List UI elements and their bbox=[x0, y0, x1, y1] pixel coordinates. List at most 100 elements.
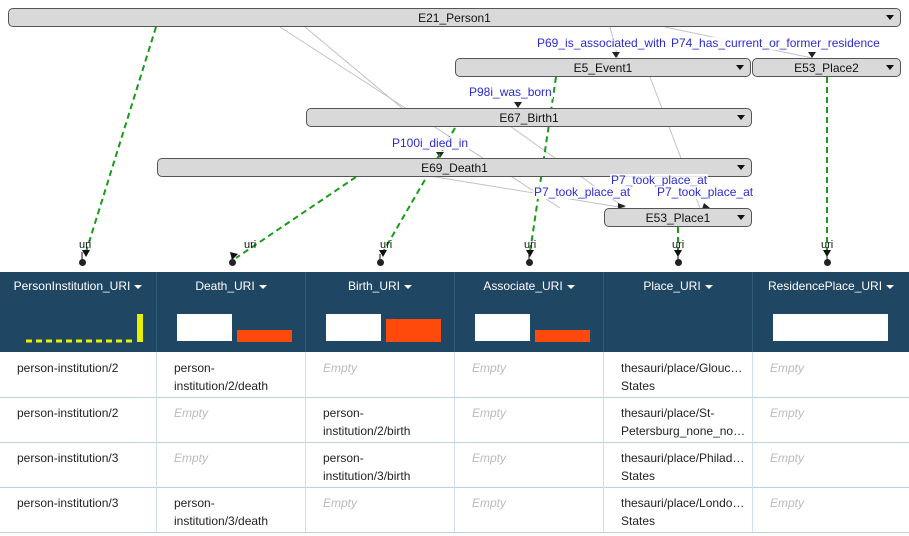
uri-anchor-dot-icon[interactable] bbox=[675, 259, 682, 266]
uri-anchor-dot-icon[interactable] bbox=[824, 259, 831, 266]
edge-label-took-place-at-1[interactable]: P7_took_place_at bbox=[610, 173, 709, 187]
node-birth1[interactable]: E67_Birth1 bbox=[306, 108, 752, 127]
cell-personinstitution[interactable]: person-institution/3 bbox=[0, 442, 157, 487]
histogram-bar bbox=[177, 314, 232, 341]
histogram-bar bbox=[475, 314, 530, 341]
uri-label-event: uri bbox=[524, 239, 537, 251]
column-header-residenceplace[interactable]: ResidencePlace_URI bbox=[753, 272, 909, 352]
column-title: Birth_URI bbox=[347, 279, 400, 293]
cell-personinstitution[interactable]: person-institution/3 bbox=[0, 487, 157, 532]
dropdown-caret-icon[interactable] bbox=[737, 165, 745, 170]
column-histogram bbox=[26, 314, 143, 343]
uri-label-place1: uri bbox=[672, 239, 685, 251]
table-header: PersonInstitution_URI Death_URI Birth_UR… bbox=[0, 272, 909, 352]
dropdown-caret-icon[interactable] bbox=[737, 115, 745, 120]
edge-label-residence[interactable]: P74_has_current_or_former_residence bbox=[670, 36, 881, 50]
cell-place[interactable]: thesauri/place/Londo… States bbox=[604, 487, 753, 532]
cell-death[interactable]: Empty bbox=[157, 442, 306, 487]
uri-arrow-person bbox=[82, 250, 90, 257]
column-title: Associate_URI bbox=[483, 279, 563, 293]
cell-death[interactable]: Empty bbox=[157, 397, 306, 442]
link-death-place1 bbox=[429, 175, 626, 209]
dropdown-caret-icon[interactable] bbox=[737, 215, 745, 220]
uri-anchor-dot-icon[interactable] bbox=[377, 259, 384, 266]
cell-place[interactable]: thesauri/place/St-Petersburg_none_no… bbox=[604, 397, 753, 442]
column-header-place[interactable]: Place_URI bbox=[604, 272, 753, 352]
edge-label-was-born[interactable]: P98i_was_born bbox=[468, 85, 553, 99]
uri-arrow-birth bbox=[379, 250, 387, 257]
edge-label-took-place-at-3[interactable]: P7_took_place_at bbox=[656, 185, 755, 199]
cell-residenceplace[interactable]: Empty bbox=[770, 406, 805, 420]
uri-anchor-dot-icon[interactable] bbox=[229, 259, 236, 266]
cell-associate[interactable]: Empty bbox=[455, 487, 604, 532]
node-event1[interactable]: E5_Event1 bbox=[455, 58, 751, 77]
node-place1-label: E53_Place1 bbox=[645, 210, 711, 225]
column-header-birth[interactable]: Birth_URI bbox=[306, 272, 455, 352]
column-title: PersonInstitution_URI bbox=[13, 279, 131, 293]
column-header-death[interactable]: Death_URI bbox=[157, 272, 306, 352]
edge-label-died-in[interactable]: P100i_died_in bbox=[391, 136, 470, 150]
node-place2-label: E53_Place2 bbox=[794, 60, 859, 75]
table-row[interactable]: person-institution/2 Empty person-instit… bbox=[0, 397, 909, 443]
node-place2[interactable]: E53_Place2 bbox=[752, 58, 901, 77]
edge-label-took-place-at-2[interactable]: P7_took_place_at bbox=[533, 185, 632, 199]
column-header-associate[interactable]: Associate_URI bbox=[455, 272, 604, 352]
cell-death[interactable]: person-institution/3/death bbox=[157, 487, 306, 532]
uri-anchor-dot-icon[interactable] bbox=[526, 259, 533, 266]
cell-residenceplace[interactable]: Empty bbox=[770, 451, 805, 465]
cell-personinstitution[interactable]: person-institution/2 bbox=[0, 397, 157, 442]
cell-birth[interactable]: Empty bbox=[306, 352, 455, 397]
node-event1-label: E5_Event1 bbox=[573, 60, 633, 75]
uri-arrow-event bbox=[526, 250, 534, 257]
dropdown-caret-icon[interactable] bbox=[704, 284, 713, 289]
cell-residenceplace[interactable]: Empty bbox=[770, 496, 805, 510]
arrow-event bbox=[612, 52, 620, 58]
cell-residenceplace[interactable]: Empty bbox=[770, 361, 805, 375]
histogram-bar bbox=[773, 314, 888, 341]
column-title: ResidencePlace_URI bbox=[767, 279, 883, 293]
dropdown-caret-icon[interactable] bbox=[404, 284, 412, 289]
arrow-place2 bbox=[808, 52, 816, 58]
dropdown-caret-icon[interactable] bbox=[886, 65, 894, 70]
edge-label-associated[interactable]: P69_is_associated_with bbox=[536, 36, 667, 50]
cell-personinstitution[interactable]: person-institution/2 bbox=[0, 352, 157, 397]
cell-place[interactable]: thesauri/place/Glouc… States bbox=[604, 352, 753, 397]
column-header-personinstitution[interactable]: PersonInstitution_URI bbox=[0, 272, 157, 352]
column-title: Death_URI bbox=[195, 279, 255, 293]
dropdown-caret-icon[interactable] bbox=[566, 284, 575, 289]
table-row[interactable]: person-institution/3 Empty person-instit… bbox=[0, 442, 909, 488]
dropdown-caret-icon[interactable] bbox=[736, 65, 744, 70]
table-row[interactable]: person-institution/3 person-institution/… bbox=[0, 487, 909, 533]
node-person1-label: E21_Person1 bbox=[418, 10, 491, 25]
uri-label-death: uri bbox=[244, 239, 257, 251]
dropdown-caret-icon[interactable] bbox=[258, 284, 267, 289]
cell-birth[interactable]: Empty bbox=[306, 487, 455, 532]
uri-arrow-place1 bbox=[674, 250, 682, 257]
histogram-bar bbox=[535, 330, 590, 342]
cell-associate[interactable]: Empty bbox=[455, 352, 604, 397]
table-row[interactable]: person-institution/2 person-institution/… bbox=[0, 352, 909, 398]
uri-label-person: uri bbox=[79, 239, 92, 251]
dropdown-caret-icon[interactable] bbox=[886, 284, 895, 289]
dropdown-caret-icon[interactable] bbox=[886, 15, 894, 20]
cell-associate[interactable]: Empty bbox=[455, 397, 604, 442]
cell-place[interactable]: thesauri/place/Philad… States bbox=[604, 442, 753, 487]
arrow-place1-b bbox=[702, 203, 710, 209]
dropdown-caret-icon[interactable] bbox=[134, 284, 143, 289]
histogram-bar bbox=[237, 330, 292, 342]
node-person1[interactable]: E21_Person1 bbox=[8, 8, 901, 27]
cell-birth[interactable]: person-institution/3/birth bbox=[306, 442, 455, 487]
link-person-birth bbox=[304, 26, 403, 109]
histogram-bar bbox=[386, 319, 441, 342]
column-title: Place_URI bbox=[643, 279, 701, 293]
cell-birth[interactable]: person-institution/2/birth bbox=[306, 397, 455, 442]
cell-associate[interactable]: Empty bbox=[455, 442, 604, 487]
uri-arrow-place2 bbox=[823, 250, 831, 257]
graph-canvas: E21_Person1 E5_Event1 E53_Place2 E67_Bir… bbox=[8, 8, 901, 266]
uri-anchor-dot-icon[interactable] bbox=[79, 259, 86, 266]
cell-death[interactable]: person-institution/2/death bbox=[157, 352, 306, 397]
arrow-place1-a bbox=[618, 203, 626, 209]
node-death1[interactable]: E69_Death1 bbox=[157, 158, 752, 177]
node-place1[interactable]: E53_Place1 bbox=[604, 208, 752, 227]
arrow-birth bbox=[514, 102, 522, 108]
